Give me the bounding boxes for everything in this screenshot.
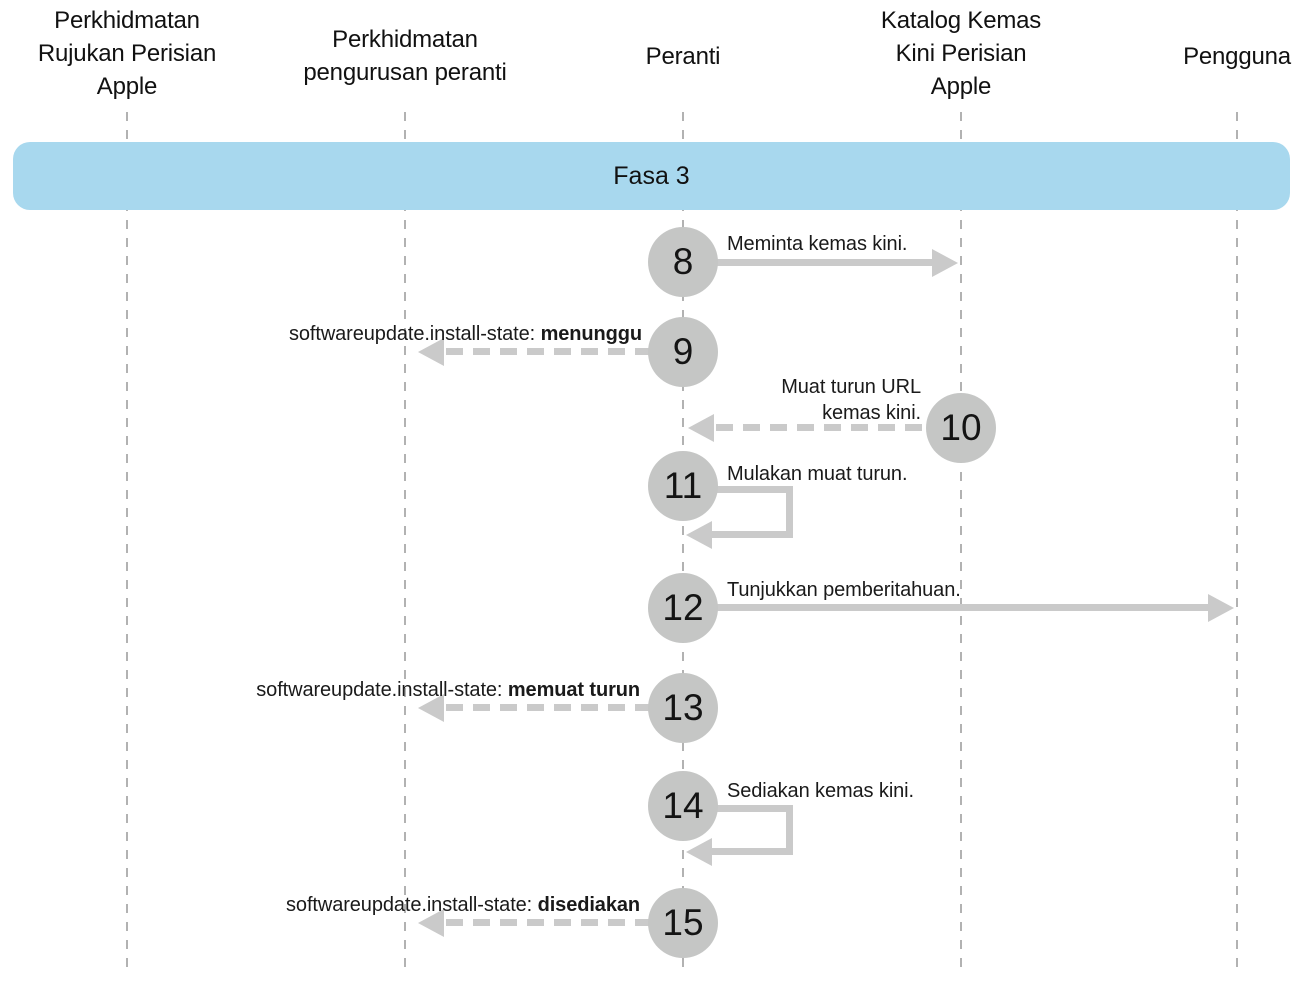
lifeline-device [682, 112, 684, 975]
arrowhead-left-14 [686, 838, 712, 866]
lane-header-line: Rujukan Perisian [37, 40, 217, 67]
message-label-11: Mulakan muat turun. [727, 463, 908, 485]
arrowhead-right-12 [1208, 594, 1234, 622]
phase-banner-label: Fasa 3 [613, 161, 690, 190]
step-circle-14: 14 [648, 771, 718, 841]
lifeline-device-management-service [404, 112, 406, 975]
lane-header-device: Peranti [646, 40, 721, 73]
arrowhead-left-15 [418, 909, 444, 937]
solid-arrow-line-12 [700, 604, 1210, 611]
lane-header-user: Pengguna [1183, 40, 1291, 73]
arrowhead-right-8 [932, 249, 958, 277]
lane-header-line: Peranti [645, 43, 721, 70]
step-circle-9: 9 [648, 317, 718, 387]
lane-header-line: Kini Perisian [895, 40, 1027, 67]
lane-header-line: Apple [930, 73, 992, 100]
arrowhead-left-13 [418, 694, 444, 722]
arrowhead-left-11 [686, 521, 712, 549]
arrowhead-left-9 [418, 338, 444, 366]
phase-banner: Fasa 3 [13, 142, 1290, 210]
dashed-arrow-line-13 [446, 704, 650, 711]
lane-header-apple-software-lookup-service: Perkhidmatan Rujukan Perisian Apple [38, 4, 216, 103]
lane-header-line: Perkhidmatan [332, 26, 478, 53]
lane-header-line: pengurusan peranti [303, 59, 507, 86]
lane-header-line: Apple [96, 73, 158, 100]
step-circle-12: 12 [648, 573, 718, 643]
arrowhead-left-10 [688, 414, 714, 442]
dashed-arrow-line-10 [716, 424, 926, 431]
lane-header-device-management-service: Perkhidmatan pengurusan peranti [303, 23, 506, 89]
step-circle-15: 15 [648, 888, 718, 958]
step-circle-8: 8 [648, 227, 718, 297]
dashed-arrow-line-9 [446, 348, 650, 355]
self-loop-arrow-11 [700, 486, 793, 538]
lane-header-line: Pengguna [1183, 43, 1291, 70]
dashed-arrow-line-15 [446, 919, 650, 926]
message-label-8: Meminta kemas kini. [727, 233, 908, 255]
lifeline-apple-software-update-catalog [960, 112, 962, 975]
step-circle-13: 13 [648, 673, 718, 743]
message-label-15: softwareupdate.install-state: disediakan [286, 894, 640, 916]
message-label-14: Sediakan kemas kini. [727, 780, 914, 802]
lifeline-apple-software-lookup-service [126, 112, 128, 975]
message-label-9: softwareupdate.install-state: menunggu [288, 323, 642, 345]
lane-header-line: Katalog Kemas [880, 7, 1042, 34]
message-label-13: softwareupdate.install-state: memuat tur… [256, 679, 640, 701]
self-loop-arrow-14 [700, 805, 793, 855]
lifeline-user [1236, 112, 1238, 975]
lane-header-apple-software-update-catalog: Katalog Kemas Kini Perisian Apple [881, 4, 1041, 103]
lane-header-line: Perkhidmatan [54, 7, 200, 34]
message-label-12: Tunjukkan pemberitahuan. [727, 579, 961, 601]
solid-arrow-line-8 [700, 259, 934, 266]
step-circle-10: 10 [926, 393, 996, 463]
step-circle-11: 11 [648, 451, 718, 521]
